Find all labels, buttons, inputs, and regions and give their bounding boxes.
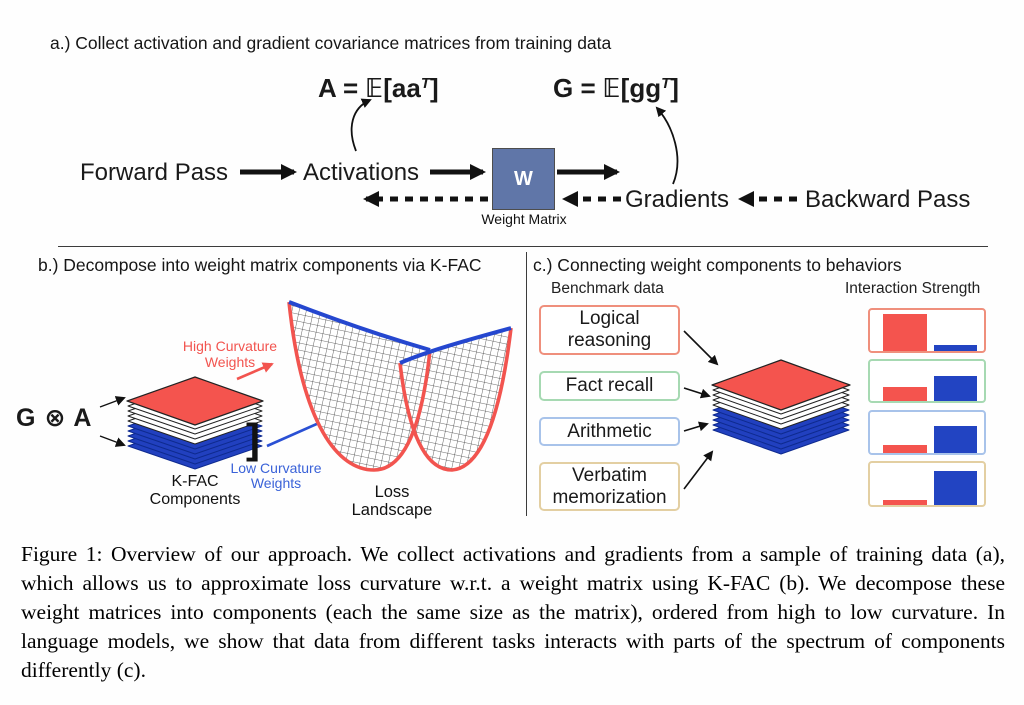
benchmark-data-header: Benchmark data	[551, 280, 664, 297]
loss-landscape-label: Loss Landscape	[351, 483, 433, 519]
high-curvature-weights-label: High Curvature Weights	[182, 338, 278, 370]
interaction-chart-logical-reasoning	[868, 308, 986, 353]
panel-a-heading: a.) Collect activation and gradient cova…	[50, 33, 612, 53]
forward-pass-label: Forward Pass	[80, 159, 229, 186]
interaction-chart-fact-recall	[868, 359, 986, 403]
loss-landscape-surface	[287, 300, 513, 472]
figure-caption: Figure 1: Overview of our approach. We c…	[21, 542, 1005, 682]
interaction-chart-arithmetic	[868, 410, 986, 455]
panel-b-heading: b.) Decompose into weight matrix compone…	[38, 255, 482, 275]
bar-low-curvature	[934, 345, 977, 351]
kfac-components-label: K-FAC Components	[149, 473, 241, 508]
interaction-strength-header: Interaction Strength	[845, 280, 981, 297]
horizontal-divider	[58, 246, 988, 247]
interaction-chart-verbatim-memorization	[868, 461, 986, 507]
kfac-component-stack	[126, 376, 264, 470]
vertical-divider	[526, 252, 527, 516]
benchmark-to-stack-arrows-icon	[683, 330, 719, 490]
weight-component-stack	[711, 359, 851, 455]
bar-low-curvature	[934, 471, 977, 505]
bar-low-curvature	[934, 376, 977, 401]
activations-label: Activations	[303, 159, 420, 186]
benchmark-box-fact-recall: Fact recall	[539, 371, 680, 401]
formula-G-covariance: G = 𝔼[ggT]	[553, 73, 679, 103]
gradients-label: Gradients	[625, 186, 730, 213]
weight-matrix-label: Weight Matrix	[481, 211, 567, 227]
bar-high-curvature	[883, 387, 927, 401]
low-curvature-bracket: ]	[246, 415, 260, 462]
bar-high-curvature	[883, 500, 927, 505]
benchmark-box-verbatim-memorization: Verbatim memorization	[539, 462, 680, 511]
benchmark-box-arithmetic: Arithmetic	[539, 417, 680, 446]
panel-c-heading: c.) Connecting weight components to beha…	[533, 255, 902, 275]
benchmark-box-logical-reasoning: Logical reasoning	[539, 305, 680, 355]
bar-high-curvature	[883, 314, 927, 351]
activations-to-A-curved-arrow-icon	[350, 98, 372, 152]
weight-letter: W	[514, 167, 533, 190]
gradients-to-G-curved-arrow-icon	[655, 106, 679, 185]
formula-A-covariance: A = 𝔼[aaT]	[318, 73, 439, 103]
kronecker-product-label: G ⊗ A	[16, 404, 93, 432]
low-curvature-weights-label: Low Curvature Weights	[230, 460, 322, 491]
bar-high-curvature	[883, 445, 927, 453]
bar-low-curvature	[934, 426, 977, 453]
low-curvature-arrow-icon	[266, 366, 445, 448]
weight-matrix-box: W	[492, 148, 555, 210]
backward-pass-label: Backward Pass	[805, 186, 971, 213]
